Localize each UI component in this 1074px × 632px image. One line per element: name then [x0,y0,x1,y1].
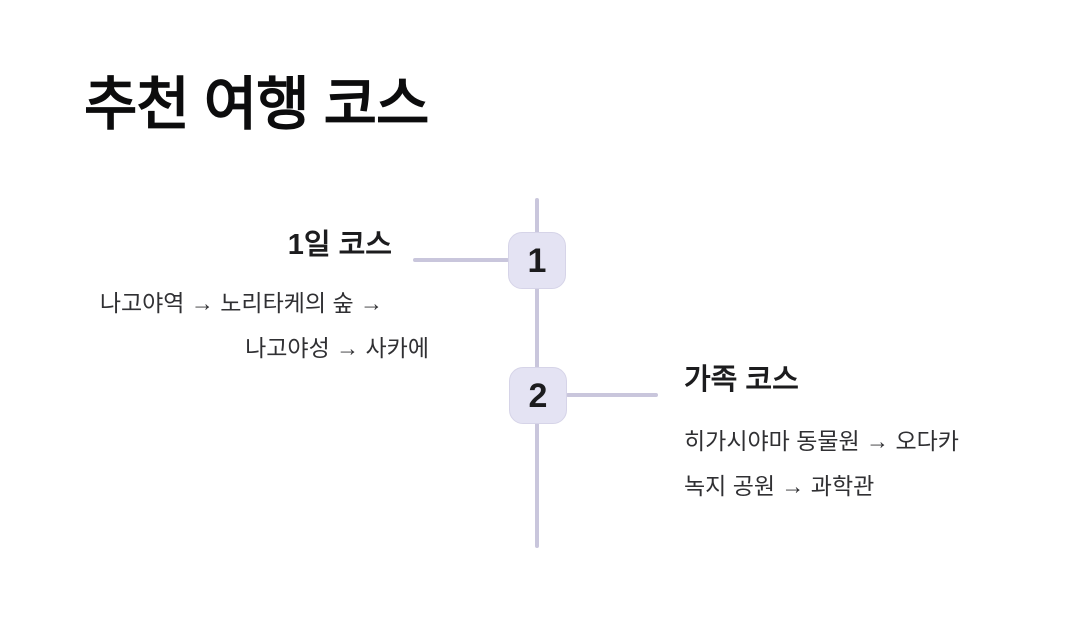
course-1-description: 나고야역 → 노리타케의 숲 → 나고야성 → 사카에 [100,281,429,371]
badge-2-number: 2 [528,376,548,415]
page-title: 추천 여행 코스 [84,72,429,137]
course-1-description-line-2: 나고야성 → 사카에 [245,335,429,361]
connector-line-2 [566,393,658,397]
course-2-description-line-2: 녹지 공원 → 과학관 [684,473,875,499]
connector-line-1 [413,258,509,262]
timeline-badge-2: 2 [509,367,567,424]
timeline-badge-1: 1 [508,232,566,289]
course-2-description-line-1: 히가시야마 동물원 → 오다카 [684,428,959,454]
course-2-description: 히가시야마 동물원 → 오다카 녹지 공원 → 과학관 [684,419,959,509]
badge-1-number: 1 [527,241,547,280]
course-1-description-line-1: 나고야역 → 노리타케의 숲 → [99,290,383,316]
course-2-label: 가족 코스 [684,364,799,396]
course-1-label: 1일 코스 [287,229,392,261]
